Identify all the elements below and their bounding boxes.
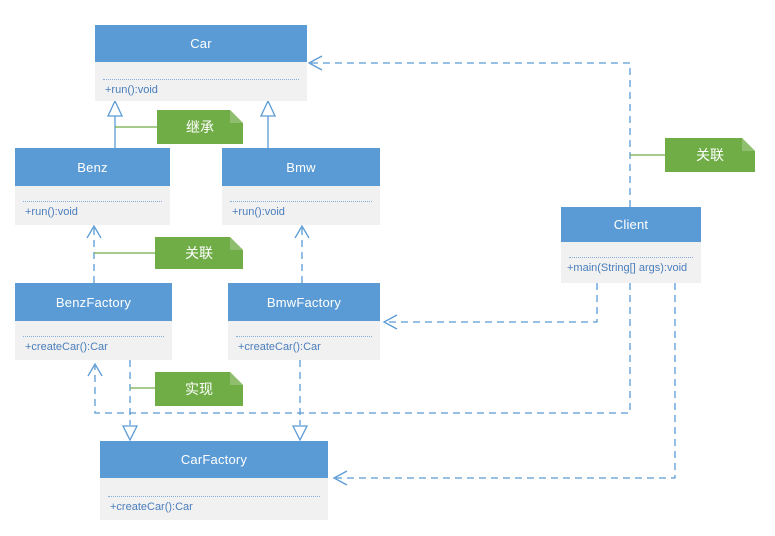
class-client-header: Client xyxy=(561,207,701,242)
note-realization[interactable]: 实现 xyxy=(155,372,243,406)
note-association-left-label: 关联 xyxy=(185,245,213,261)
note-inheritance[interactable]: 继承 xyxy=(157,110,243,144)
class-bmwfactory-header: BmwFactory xyxy=(228,283,380,321)
edge-client-car xyxy=(307,55,631,207)
class-benz-method: +run():void xyxy=(25,206,78,218)
class-bmwfactory[interactable]: BmwFactory +createCar():Car xyxy=(228,283,380,360)
class-bmw-title: Bmw xyxy=(286,159,316,175)
note-realization-background xyxy=(155,372,243,406)
note-association-left-background xyxy=(155,237,243,269)
class-bmw-method: +run():void xyxy=(232,206,285,218)
class-bmw-header: Bmw xyxy=(222,148,380,186)
class-benz-attrs-divider xyxy=(23,186,162,202)
class-client-body: +main(String[] args):void xyxy=(561,242,701,283)
edge-bmwfactory-bmw xyxy=(294,224,310,283)
class-carfactory-attrs-divider xyxy=(108,478,320,497)
class-car-header: Car xyxy=(95,25,307,62)
class-benzfactory-title: BenzFactory xyxy=(55,294,132,310)
class-benzfactory-attrs-divider xyxy=(23,321,164,337)
note-association-right[interactable]: 关联 xyxy=(665,138,755,172)
class-carfactory-title: CarFactory xyxy=(180,452,248,467)
note-association-left[interactable]: 关联 xyxy=(155,237,243,269)
class-car-title: Car xyxy=(190,36,212,51)
class-bmw-body: +run():void xyxy=(222,186,380,225)
class-bmw[interactable]: Bmw +run():void xyxy=(222,148,380,225)
class-car-attrs-divider xyxy=(103,62,299,80)
class-bmwfactory-attrs-divider xyxy=(236,321,372,337)
edge-client-carfactory xyxy=(332,283,676,486)
class-car-method: +run():void xyxy=(105,84,158,96)
note-association-right-background xyxy=(665,138,755,172)
class-client[interactable]: Client +main(String[] args):void xyxy=(561,207,701,283)
class-benzfactory[interactable]: BenzFactory +createCar():Car xyxy=(15,283,172,360)
class-client-attrs-divider xyxy=(569,242,693,258)
note-inheritance-background xyxy=(157,110,243,144)
class-benzfactory-body: +createCar():Car xyxy=(15,321,172,360)
class-bmw-attrs-divider xyxy=(230,186,372,202)
edge-client-benzfactory xyxy=(87,283,631,414)
class-bmwfactory-title: BmwFactory xyxy=(266,294,342,310)
class-benz-title: Benz xyxy=(77,159,108,175)
class-client-title: Client xyxy=(613,217,649,232)
note-inheritance-label: 继承 xyxy=(186,119,214,135)
class-carfactory-body: +createCar():Car xyxy=(100,478,328,520)
class-bmwfactory-body: +createCar():Car xyxy=(228,321,380,360)
class-benz[interactable]: Benz +run():void xyxy=(15,148,170,225)
class-carfactory-header: CarFactory xyxy=(100,441,328,478)
class-car[interactable]: Car +run():void xyxy=(95,25,307,101)
class-bmwfactory-method: +createCar():Car xyxy=(238,341,321,353)
edge-bmw-extends-car xyxy=(259,99,277,148)
note-realization-label: 实现 xyxy=(185,381,213,397)
class-client-method: +main(String[] args):void xyxy=(567,262,688,274)
class-benzfactory-method: +createCar():Car xyxy=(25,341,108,353)
edge-benzfactory-benz xyxy=(86,224,102,283)
class-carfactory-method: +createCar():Car xyxy=(110,501,193,513)
class-benz-body: +run():void xyxy=(15,186,170,225)
edge-bmwfactory-carfactory xyxy=(291,360,309,442)
edge-client-bmwfactory xyxy=(382,283,598,330)
class-carfactory[interactable]: CarFactory +createCar():Car xyxy=(100,441,328,520)
class-benz-header: Benz xyxy=(15,148,170,186)
edge-benz-extends-car xyxy=(106,99,124,148)
class-car-body: +run():void xyxy=(95,62,307,101)
class-benzfactory-header: BenzFactory xyxy=(15,283,172,321)
edge-benzfactory-carfactory xyxy=(121,360,139,442)
note-association-right-label: 关联 xyxy=(696,147,724,163)
